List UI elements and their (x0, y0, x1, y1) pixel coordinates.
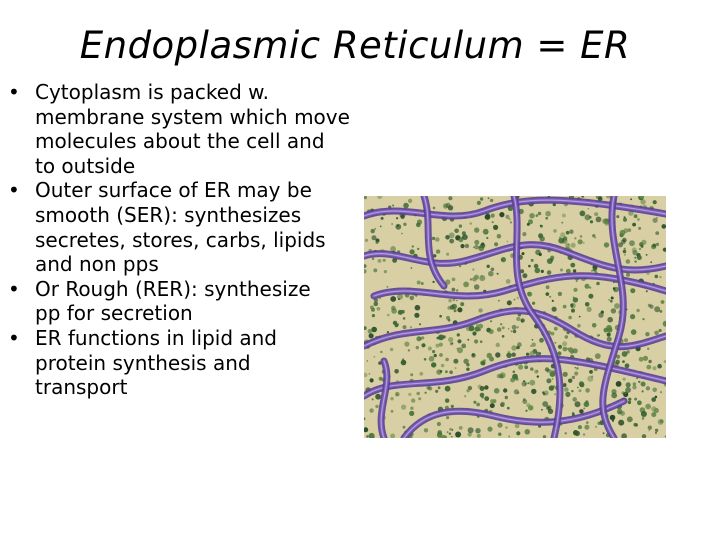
bullet-marker: • (8, 80, 20, 104)
slide-title: Endoplasmic Reticulum = ER (79, 24, 631, 67)
bullet-item: • Outer surface of ER may be smooth (SER… (8, 178, 428, 276)
bullet-marker: • (8, 178, 20, 203)
er-micrograph-image (364, 196, 666, 438)
bullet-text: Cytoplasm is packed w. membrane system w… (35, 80, 350, 178)
bullet-list: • Cytoplasm is packed w. membrane system… (8, 80, 428, 400)
bullet-item: • ER functions in lipid and protein synt… (8, 326, 428, 400)
bullet-marker: • (8, 325, 20, 350)
bullet-item: • Cytoplasm is packed w. membrane system… (8, 80, 428, 178)
bullet-text: ER functions in lipid and protein synthe… (35, 325, 278, 400)
bullet-marker: • (8, 276, 20, 301)
bullet-text: Outer surface of ER may be smooth (SER):… (35, 178, 326, 277)
bullet-text: Or Rough (RER): synthesize pp for secret… (35, 276, 311, 326)
bullet-item: • Or Rough (RER): synthesize pp for secr… (8, 277, 428, 326)
